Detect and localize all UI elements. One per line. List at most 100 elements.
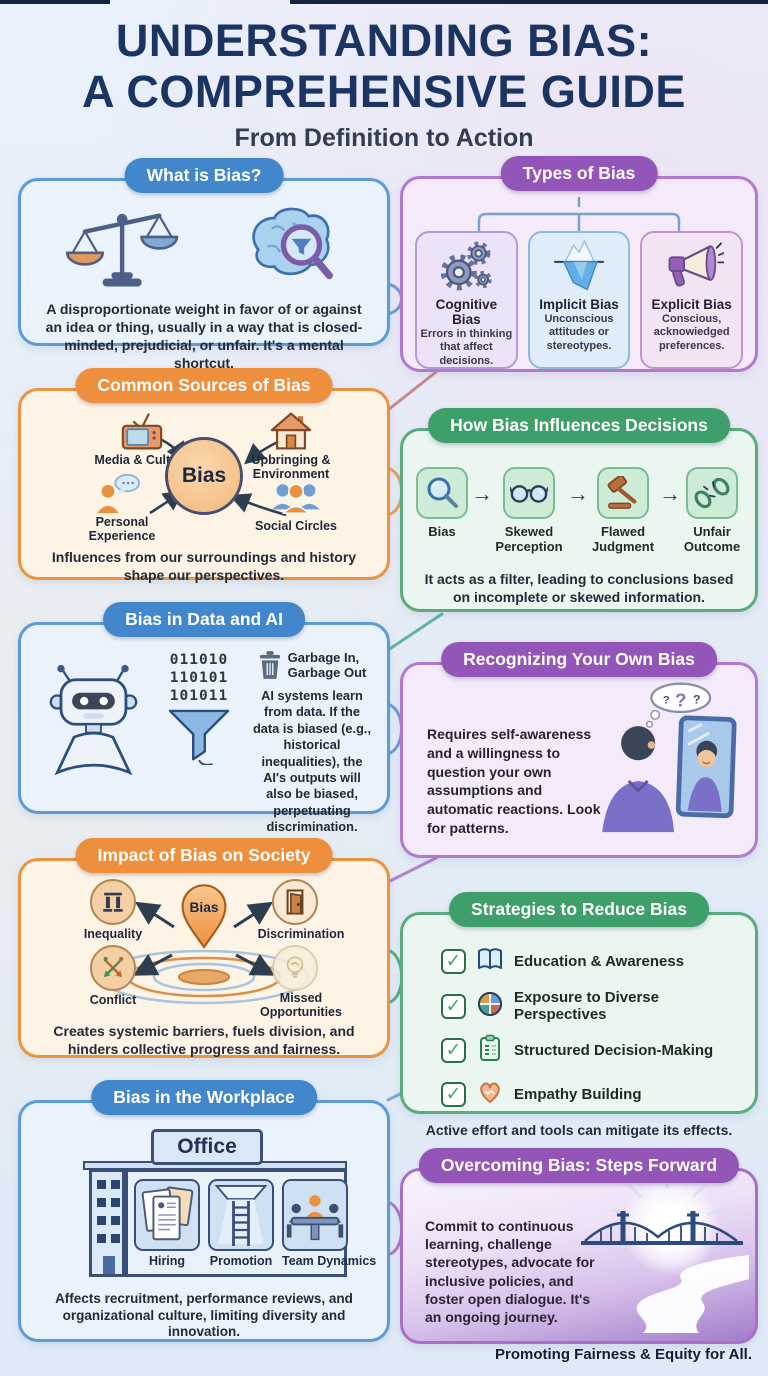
workplace-panel-team: Team Dynamics — [282, 1179, 377, 1274]
type-name: Cognitive Bias — [435, 297, 498, 327]
checkbox-icon: ✓ — [441, 949, 466, 974]
gears-icon — [420, 237, 513, 295]
person-speech-icon — [96, 473, 142, 520]
section-strategies: ✓ Education & Awareness ✓ — [400, 912, 758, 1138]
page-subtitle: From Definition to Action — [234, 123, 534, 152]
thought-mark: ? — [693, 692, 701, 706]
overcoming-body: Commit to continuous learning, challenge… — [425, 1218, 595, 1325]
section-recognizing: Requires self-awareness and a willingnes… — [400, 662, 758, 858]
building-floor: Hiring Promotion — [125, 1169, 377, 1277]
funnel-icon — [168, 709, 230, 770]
section-how-bias: Bias → Skewed Perception → — [400, 428, 758, 612]
checkbox-icon: ✓ — [441, 1038, 466, 1063]
section-types-of-bias: Cognitive Bias Errors in thinking that a… — [400, 176, 758, 372]
inequality-icon — [90, 879, 136, 925]
section-workplace: Office Hiring — [18, 1100, 390, 1342]
section-title-how-bias: How Bias Influences Decisions — [428, 408, 730, 443]
how-bias-caption: It acts as a filter, leading to conclusi… — [424, 570, 734, 605]
book-icon — [476, 945, 504, 978]
bias-pin: Bias — [180, 883, 228, 956]
page-title: UNDERSTANDING BIAS: A COMPREHENSIVE GUID… — [0, 15, 768, 118]
types-bracket-lines — [477, 197, 681, 231]
strategy-item: ✓ Structured Decision-Making — [441, 1034, 755, 1067]
people-icon — [270, 479, 322, 522]
bias-pin-label: Bias — [190, 900, 219, 915]
flow-arrow-icon: → — [471, 481, 493, 506]
type-desc: Conscious, acknowiedged preferences. — [653, 313, 730, 352]
clipboard-icon — [476, 1034, 504, 1067]
handshake-heart-icon — [476, 1078, 504, 1111]
lightbulb-icon — [272, 945, 318, 991]
type-name: Implicit Bias — [539, 297, 619, 312]
type-desc: Errors in thinking that affect decisions… — [420, 328, 513, 367]
section-title-data-ai: Bias in Data and AI — [103, 602, 305, 637]
robot-icon — [35, 651, 151, 835]
flow-arrow-icon: → — [567, 481, 589, 506]
brain-magnifier-icon — [240, 200, 344, 295]
gavel-icon — [597, 467, 649, 519]
sources-caption: Influences from our surroundings and his… — [51, 549, 357, 583]
recognizing-body: Requires self-awareness and a willingnes… — [427, 726, 601, 836]
section-impact: Inequality Discrimination Conflict — [18, 858, 390, 1058]
strategy-item: ✓ Education & Awareness — [441, 945, 755, 978]
section-common-sources: Media & Culture Upbringing & Environment — [18, 388, 390, 583]
strategy-label: Exposure to Diverse Perspectives — [513, 989, 659, 1023]
conflict-icon — [90, 945, 136, 991]
flow-step-label: Bias — [428, 524, 456, 539]
what-is-bias-body: A disproportionate weight in favor of or… — [45, 301, 363, 371]
thought-mark: ? — [675, 690, 687, 711]
footer-tagline: Promoting Fairness & Equity for All. — [495, 1346, 752, 1363]
page-header: UNDERSTANDING BIAS: A COMPREHENSIVE GUID… — [0, 15, 768, 153]
section-title-strategies: Strategies to Reduce Bias — [449, 892, 709, 927]
mirror-reflection-illustration: ? ? ? — [589, 679, 745, 854]
trash-icon — [258, 651, 282, 684]
data-ai-body: AI systems learn from data. If the data … — [252, 688, 372, 834]
impact-label: Inequality — [83, 927, 143, 941]
type-card-explicit: Explicit Bias Conscious, acknowiedged pr… — [640, 231, 744, 369]
flow-step-label: Flawed Judgment — [591, 524, 655, 554]
strategy-label: Education & Awareness — [514, 953, 685, 970]
garbage-in-out-label: Garbage In, Garbage Out — [287, 650, 367, 680]
resumes-icon — [134, 1179, 200, 1251]
impact-label: Missed Opportunities — [260, 991, 342, 1020]
section-title-common-sources: Common Sources of Bias — [75, 368, 333, 403]
workplace-label: Hiring — [148, 1254, 186, 1268]
workplace-panel-hiring: Hiring — [134, 1179, 200, 1274]
bias-center-node: Bias — [165, 437, 243, 515]
source-label: Upbringing & Environment — [251, 453, 331, 482]
strategy-item: ✓ Exposure to Diverse Perspectives — [441, 989, 755, 1023]
type-name: Explicit Bias — [651, 297, 732, 312]
section-data-ai: 011010 110101 101011 — [18, 622, 390, 834]
iceberg-icon — [533, 237, 626, 295]
strategy-label: Structured Decision-Making — [514, 1042, 714, 1059]
section-title-overcoming: Overcoming Bias: Steps Forward — [418, 1148, 740, 1183]
source-label: Personal Experience — [88, 515, 156, 544]
type-card-cognitive: Cognitive Bias Errors in thinking that a… — [415, 231, 518, 369]
ladder-icon — [208, 1179, 274, 1251]
top-border-right — [290, 0, 768, 4]
binary-line: 101011 — [169, 688, 229, 705]
workplace-label: Team Dynamics — [282, 1254, 377, 1268]
section-title-workplace: Bias in the Workplace — [91, 1080, 317, 1115]
binary-data: 011010 110101 101011 — [157, 651, 241, 705]
binary-line: 011010 — [169, 652, 229, 668]
section-overcoming: Commit to continuous learning, challenge… — [400, 1168, 758, 1344]
section-title-impact: Impact of Bias on Society — [75, 838, 333, 873]
strategy-label: Empathy Building — [514, 1086, 642, 1103]
impact-label: Discrimination — [257, 927, 345, 941]
bias-center-label: Bias — [181, 464, 227, 487]
section-title-recognizing: Recognizing Your Own Bias — [441, 642, 717, 677]
binary-line: 110101 — [169, 670, 229, 687]
page-title-line1: UNDERSTANDING BIAS: — [115, 15, 653, 66]
strategies-caption: Active effort and tools can mitigate its… — [425, 1122, 733, 1138]
source-label: Social Circles — [255, 519, 337, 533]
meeting-icon — [282, 1179, 348, 1251]
section-title-what-is-bias: What is Bias? — [124, 158, 284, 193]
section-title-types-of-bias: Types of Bias — [500, 156, 658, 191]
flow-step-label: Unfair Outcome — [683, 524, 741, 554]
glasses-icon — [503, 467, 555, 519]
section-what-is-bias: A disproportionate weight in favor of or… — [18, 178, 390, 371]
door-icon — [272, 879, 318, 925]
flow-arrow-icon: → — [659, 481, 681, 506]
